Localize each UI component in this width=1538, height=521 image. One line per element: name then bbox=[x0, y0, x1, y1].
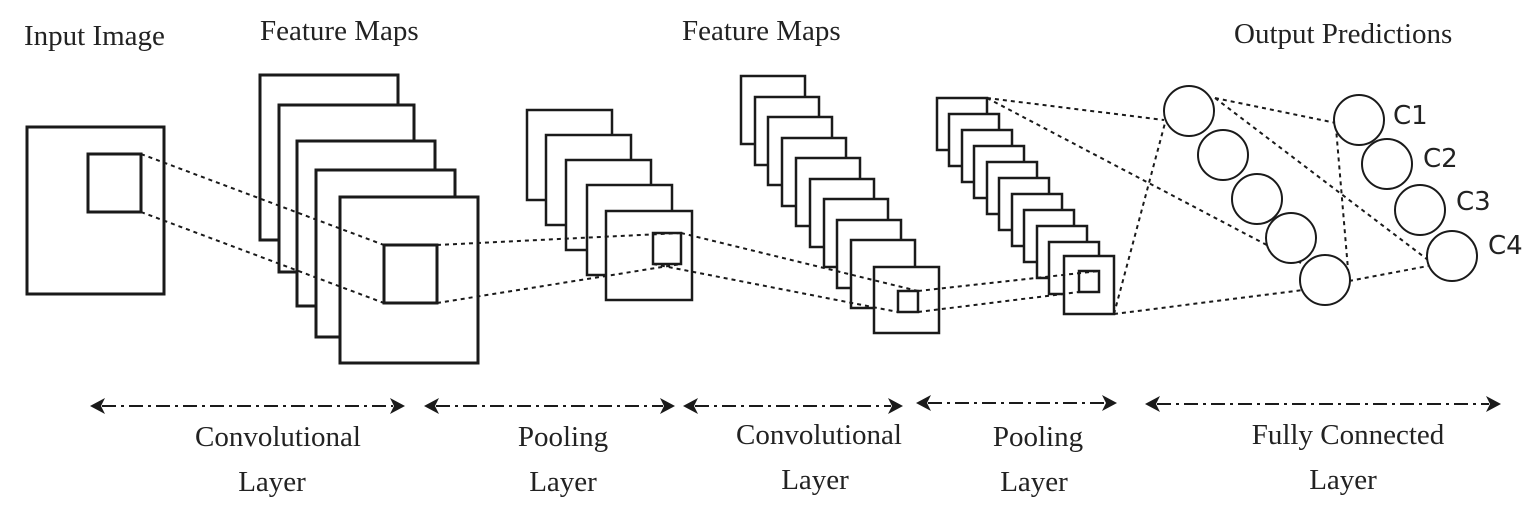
layer-labels: Convolutional Layer Pooling Layer Convol… bbox=[195, 419, 1445, 498]
class-label-c2: C2 bbox=[1423, 144, 1458, 174]
layer-label-pooling-2-line2: Layer bbox=[1000, 466, 1068, 498]
layer-label-pooling-1-line2: Layer bbox=[529, 466, 597, 498]
arrow-convolutional-2 bbox=[683, 398, 903, 414]
output-neuron-c4 bbox=[1426, 230, 1478, 282]
projection-line bbox=[436, 232, 682, 246]
arrow-head-left bbox=[916, 395, 931, 411]
arrow-fully-connected bbox=[1145, 396, 1501, 412]
projection-line bbox=[680, 232, 919, 292]
fc-connection bbox=[1348, 265, 1429, 282]
arrow-head-right bbox=[1486, 396, 1501, 412]
heading-output-predictions: Output Predictions bbox=[1234, 18, 1452, 50]
pooled-map-stack-1 bbox=[525, 108, 694, 302]
output-neuron-c1 bbox=[1333, 94, 1385, 146]
projection-line bbox=[652, 263, 899, 313]
projection-line bbox=[917, 291, 1080, 313]
fc-connection bbox=[1214, 97, 1337, 124]
fc-connection bbox=[1214, 97, 1433, 264]
arrow-head-right bbox=[390, 398, 405, 414]
hidden-neuron bbox=[1163, 85, 1215, 137]
layer-label-fully-connected-line2: Layer bbox=[1309, 464, 1377, 496]
projection-line bbox=[986, 97, 1165, 121]
arrow-head-right bbox=[1102, 395, 1117, 411]
hidden-neuron bbox=[1197, 129, 1249, 181]
arrow-head-left bbox=[1145, 396, 1160, 412]
arrow-head-left bbox=[424, 398, 439, 414]
pooled-map-front bbox=[1062, 254, 1116, 316]
hidden-neuron bbox=[1231, 173, 1283, 225]
arrow-head-right bbox=[660, 398, 675, 414]
projection-line bbox=[436, 263, 682, 304]
class-label-c3: C3 bbox=[1456, 187, 1491, 217]
layer-label-fully-connected-line1: Fully Connected bbox=[1252, 419, 1445, 451]
input-image bbox=[25, 125, 166, 296]
output-neuron-c3 bbox=[1394, 184, 1446, 236]
heading-input-image: Input Image bbox=[24, 20, 165, 52]
arrow-convolutional-1 bbox=[90, 398, 405, 414]
heading-feature-maps-2: Feature Maps bbox=[682, 15, 841, 47]
output-neuron-c2 bbox=[1361, 138, 1413, 190]
heading-feature-maps-1: Feature Maps bbox=[260, 15, 419, 47]
arrow-head-left bbox=[90, 398, 105, 414]
projection-line bbox=[917, 270, 1100, 292]
class-label-c1: C1 bbox=[1393, 101, 1428, 131]
fc-connections bbox=[1214, 97, 1433, 282]
output-neurons bbox=[1333, 94, 1478, 282]
projection-line bbox=[140, 153, 385, 246]
hidden-neuron bbox=[1299, 254, 1351, 306]
layer-label-convolutional-1-line2: Layer bbox=[238, 466, 306, 498]
projection-line bbox=[140, 211, 385, 304]
layer-label-pooling-2-line1: Pooling bbox=[993, 421, 1083, 453]
arrow-pooling-1 bbox=[424, 398, 675, 414]
layer-label-convolutional-2-line1: Convolutional bbox=[736, 419, 902, 451]
arrow-head-left bbox=[683, 398, 698, 414]
projection-lines bbox=[140, 97, 1304, 315]
feature-map-stack-2 bbox=[739, 74, 941, 335]
class-label-c4: C4 bbox=[1488, 231, 1523, 261]
pooled-map-2-patch bbox=[1077, 269, 1101, 294]
feature-map-1-patch bbox=[382, 243, 439, 305]
projection-line bbox=[1113, 122, 1166, 315]
fc-connection bbox=[1335, 127, 1350, 282]
projection-line bbox=[1113, 289, 1304, 315]
arrow-head-right bbox=[888, 398, 903, 414]
hidden-neurons bbox=[1163, 85, 1351, 306]
input-receptive-field bbox=[86, 152, 143, 214]
layer-label-convolutional-1-line1: Convolutional bbox=[195, 421, 361, 453]
layer-label-pooling-1-line1: Pooling bbox=[518, 421, 608, 453]
pooled-map-1-patch bbox=[651, 231, 683, 266]
feature-map-stack-1 bbox=[258, 73, 480, 365]
layer-span-arrows bbox=[90, 395, 1501, 414]
projection-line bbox=[986, 97, 1302, 264]
layer-label-convolutional-2-line2: Layer bbox=[781, 464, 849, 496]
pooled-map-stack-2 bbox=[935, 96, 1116, 316]
arrow-pooling-2 bbox=[916, 395, 1117, 411]
hidden-neuron bbox=[1265, 212, 1317, 264]
feature-map-2-patch bbox=[896, 289, 920, 314]
